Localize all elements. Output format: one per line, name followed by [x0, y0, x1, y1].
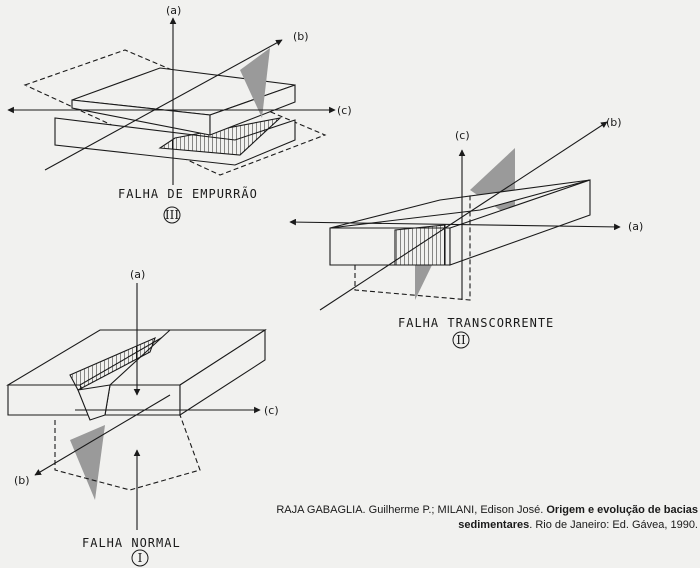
strike-slip-axis-b — [319, 121, 608, 311]
normal-caption: FALHA NORMAL — [82, 536, 181, 550]
thrust-label-c: (c) — [337, 104, 352, 117]
thrust-fault-diagram — [7, 17, 336, 185]
strike-slip-label-a: (a) — [628, 220, 643, 233]
normal-label-c: (c) — [264, 404, 279, 417]
normal-label-b: (b) — [14, 474, 30, 487]
citation-title: Origem e evolução de bacias sedimentares — [458, 504, 698, 531]
normal-axis-b — [34, 394, 171, 476]
normal-numeral: I — [138, 551, 143, 565]
strike-slip-numeral-circle — [452, 331, 470, 349]
thrust-caption: FALHA DE EMPURRÃO — [118, 186, 258, 201]
thrust-label-b: (b) — [293, 30, 309, 43]
normal-fault-diagram — [6, 283, 267, 530]
strike-slip-axis-a — [289, 218, 621, 231]
strike-slip-caption: FALHA TRANSCORRENTE — [398, 316, 554, 330]
strike-slip-diagram — [289, 121, 621, 311]
normal-block-side — [179, 328, 266, 417]
citation-authors: RAJA GABAGLIA. Guilherme P.; MILANI, Edi… — [276, 504, 544, 516]
thrust-hatched-face — [158, 117, 282, 156]
citation: RAJA GABAGLIA. Guilherme P.; MILANI, Edi… — [270, 503, 698, 533]
thrust-numeral: III — [165, 208, 179, 222]
strike-slip-label-b: (b) — [606, 116, 622, 129]
thrust-numeral-circle — [163, 206, 181, 224]
thrust-label-a: (a) — [166, 4, 181, 17]
strike-slip-numeral: II — [456, 333, 466, 347]
normal-hatched-face — [69, 336, 156, 391]
normal-numeral-circle — [131, 549, 149, 567]
thrust-shaded-triangle — [240, 48, 270, 118]
strike-slip-plane — [354, 195, 471, 301]
citation-publisher: . Rio de Janeiro: Ed. Gávea, 1990. — [529, 519, 698, 531]
normal-label-a: (a) — [130, 268, 145, 281]
thrust-axis-b — [44, 39, 283, 171]
strike-slip-label-c: (c) — [455, 129, 470, 142]
normal-plane — [54, 414, 201, 491]
